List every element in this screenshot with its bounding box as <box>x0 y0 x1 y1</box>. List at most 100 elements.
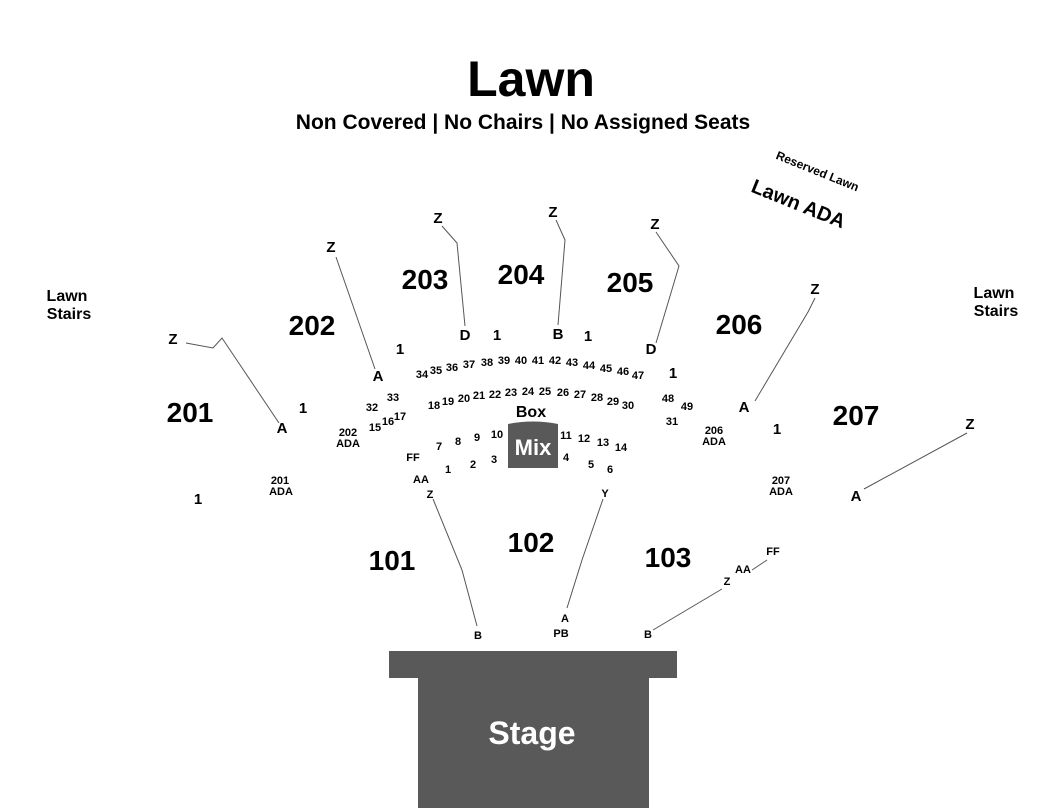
box-seat-40[interactable]: 40 <box>515 355 527 367</box>
row-1-203: 1 <box>493 327 501 344</box>
box-seat-27[interactable]: 27 <box>574 389 586 401</box>
section-203[interactable]: 203 <box>402 264 449 295</box>
box-seat-31[interactable]: 31 <box>666 416 678 428</box>
row-ff-101: FF <box>406 452 420 464</box>
box-seat-24[interactable]: 24 <box>522 386 535 398</box>
box-seat-30[interactable]: 30 <box>622 400 634 412</box>
box-seat-4[interactable]: 4 <box>563 452 570 464</box>
row-1-204: 1 <box>584 328 592 345</box>
ada-202-label: ADA <box>336 438 360 450</box>
ada-207-num: 207 <box>772 475 790 487</box>
box-seat-44[interactable]: 44 <box>583 360 596 372</box>
line-101 <box>432 498 478 627</box>
row-z-205: Z <box>650 216 659 233</box>
box-seat-32[interactable]: 32 <box>366 402 378 414</box>
box-seat-12[interactable]: 12 <box>578 433 590 445</box>
box-seat-33[interactable]: 33 <box>387 392 399 404</box>
box-seat-11[interactable]: 11 <box>560 430 572 442</box>
row-z-103: Z <box>724 576 731 588</box>
row-a-201: A <box>277 420 288 437</box>
row-connector-lines <box>185 219 968 631</box>
row-aa-101: AA <box>413 474 429 486</box>
box-seat-47[interactable]: 47 <box>632 370 644 382</box>
box-seat-45[interactable]: 45 <box>600 363 612 375</box>
line-204 <box>555 219 566 326</box>
section-207[interactable]: 207 <box>833 400 880 431</box>
lawn-stairs-left[interactable]: Lawn Stairs <box>47 288 92 323</box>
stage-shape <box>389 651 677 808</box>
box-seat-26[interactable]: 26 <box>557 387 569 399</box>
section-101[interactable]: 101 <box>369 545 416 576</box>
box-seat-8[interactable]: 8 <box>455 436 461 448</box>
row-z-201: Z <box>168 331 177 348</box>
box-seat-39[interactable]: 39 <box>498 355 510 367</box>
box-seat-34[interactable]: 34 <box>416 369 429 381</box>
box-seat-21[interactable]: 21 <box>473 390 485 402</box>
row-b-204: B <box>553 326 564 343</box>
row-1-201-low: 1 <box>194 491 202 508</box>
lawn-stairs-left-line2: Stairs <box>47 306 92 323</box>
section-102[interactable]: 102 <box>508 527 555 558</box>
ada-206-label: ADA <box>702 436 726 448</box>
ada-201-num: 201 <box>271 475 289 487</box>
ada-labels: 201 ADA 202 ADA 206 ADA 207 ADA <box>269 425 793 498</box>
box-seat-35[interactable]: 35 <box>430 365 442 377</box>
section-202[interactable]: 202 <box>289 310 336 341</box>
row-a-207: A <box>851 488 862 505</box>
box-seat-23[interactable]: 23 <box>505 387 517 399</box>
row-1-205: 1 <box>669 365 677 382</box>
box-seat-49[interactable]: 49 <box>681 401 693 413</box>
box-seat-42[interactable]: 42 <box>549 355 561 367</box>
row-ff-103: FF <box>766 546 780 558</box>
row-1-202: 1 <box>396 341 404 358</box>
box-seat-28[interactable]: 28 <box>591 392 603 404</box>
row-1-201: 1 <box>299 400 307 417</box>
box-seat-17[interactable]: 17 <box>394 411 406 423</box>
section-205[interactable]: 205 <box>607 267 654 298</box>
lawn-stairs-left-line1: Lawn <box>47 288 88 305</box>
mix-position[interactable]: Mix <box>508 421 558 469</box>
box-seat-7[interactable]: 7 <box>436 441 442 453</box>
row-d-205: D <box>646 341 657 358</box>
box-seat-10[interactable]: 10 <box>491 429 503 441</box>
section-103[interactable]: 103 <box>645 542 692 573</box>
box-seat-46[interactable]: 46 <box>617 366 629 378</box>
box-seat-13[interactable]: 13 <box>597 437 609 449</box>
box-seat-18[interactable]: 18 <box>428 400 440 412</box>
box-seat-36[interactable]: 36 <box>446 362 458 374</box>
lawn-title: Lawn <box>467 51 595 107</box>
box-seat-19[interactable]: 19 <box>442 396 454 408</box>
row-labels: Z A 1 1 Z A 1 Z D 1 Z B 1 Z D 1 Z A 1 Z … <box>168 204 974 642</box>
box-seat-9[interactable]: 9 <box>474 432 480 444</box>
box-seat-15[interactable]: 15 <box>369 422 381 434</box>
section-204[interactable]: 204 <box>498 259 545 290</box>
box-seat-41[interactable]: 41 <box>532 355 544 367</box>
section-206[interactable]: 206 <box>716 309 763 340</box>
box-seat-6[interactable]: 6 <box>607 464 613 476</box>
box-seat-5[interactable]: 5 <box>588 459 594 471</box>
box-seat-25[interactable]: 25 <box>539 386 551 398</box>
box-seat-20[interactable]: 20 <box>458 393 470 405</box>
row-z-207: Z <box>965 416 974 433</box>
box-seat-3[interactable]: 3 <box>491 454 497 466</box>
box-seat-1[interactable]: 1 <box>445 464 451 476</box>
box-seat-2[interactable]: 2 <box>470 459 476 471</box>
row-a-206: A <box>739 399 750 416</box>
row-a-102: A <box>561 613 569 625</box>
box-seat-48[interactable]: 48 <box>662 393 674 405</box>
box-seat-38[interactable]: 38 <box>481 357 493 369</box>
box-seat-22[interactable]: 22 <box>489 389 501 401</box>
box-seat-37[interactable]: 37 <box>463 359 475 371</box>
box-seat-29[interactable]: 29 <box>607 396 619 408</box>
row-d-203: D <box>460 327 471 344</box>
section-201[interactable]: 201 <box>167 397 214 428</box>
row-z-203: Z <box>433 210 442 227</box>
box-label: Box <box>516 404 546 421</box>
box-seat-16[interactable]: 16 <box>382 416 394 428</box>
box-seat-43[interactable]: 43 <box>566 357 578 369</box>
line-201 <box>185 337 280 424</box>
row-z-206: Z <box>810 281 819 298</box>
lawn-stairs-right[interactable]: Lawn Stairs <box>974 285 1019 320</box>
ada-202-num: 202 <box>339 427 357 439</box>
box-seat-14[interactable]: 14 <box>615 442 628 454</box>
